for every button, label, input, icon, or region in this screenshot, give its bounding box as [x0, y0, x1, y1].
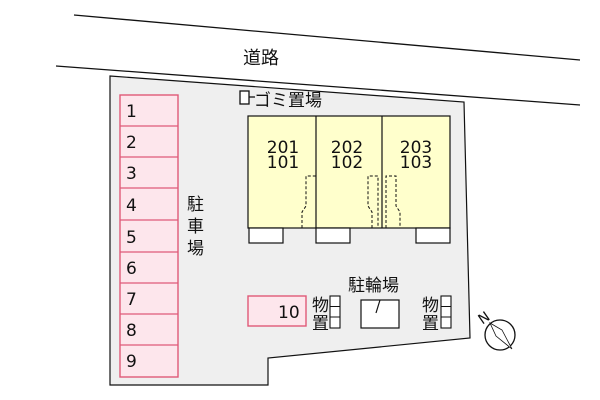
unit-upper-label: 201	[267, 138, 299, 158]
parking-label-char: 車	[187, 217, 204, 237]
parking-stall-number: 2	[126, 133, 137, 153]
stair-outline-2	[367, 175, 379, 228]
stair-outline-3	[385, 175, 401, 228]
parking-area: 1 2 3 4 5 6 7 8 9 駐 車 場	[119, 94, 204, 378]
storage-label-char: 物	[422, 296, 439, 316]
parking-stall-number: 7	[126, 290, 137, 310]
bicycle-parking-label: 駐輪場	[348, 276, 399, 296]
storage-right: 物 置	[422, 295, 452, 334]
parking-label-char: 駐	[187, 195, 204, 215]
unit-lower-label: 103	[400, 153, 432, 173]
parking-stall-number: 1	[126, 102, 137, 122]
storage-label-char: 置	[422, 314, 439, 334]
parking-stall-number: 10	[278, 303, 300, 323]
garbage-box-icon	[239, 90, 250, 105]
road-edge-bottom	[55, 65, 581, 106]
unit-lower-label: 102	[331, 153, 363, 173]
storage-shed	[329, 295, 341, 329]
bicycle-shelter	[360, 299, 400, 329]
entrance-step-3	[415, 227, 451, 244]
unit-lower-label: 101	[267, 153, 299, 173]
entrance-step-1	[248, 227, 284, 244]
unit-upper-label: 203	[400, 138, 432, 158]
stair-outline-1	[301, 175, 316, 228]
parking-block	[119, 94, 179, 378]
road-label: 道路	[243, 48, 279, 69]
parking-stall-10: 10	[247, 295, 307, 327]
compass-north-arrow-icon: N	[475, 309, 516, 351]
bicycle-parking: 駐輪場	[348, 276, 400, 329]
storage-shed	[440, 295, 452, 329]
parking-label-char: 場	[187, 239, 204, 259]
storage-label-char: 置	[312, 314, 329, 334]
road-edge-top	[73, 14, 581, 61]
storage-label-char: 物	[312, 296, 329, 316]
parking-stall-number: 4	[126, 196, 137, 216]
parking-stall-number: 8	[126, 321, 137, 341]
storage-left: 物 置	[312, 295, 341, 334]
building-outline	[247, 115, 451, 229]
parking-stall-number: 5	[126, 228, 137, 248]
entrance-step-2	[315, 227, 351, 244]
parking-stall-number: 9	[126, 352, 137, 372]
garbage-station: ゴミ置場	[239, 90, 322, 111]
parking-stall-number: 3	[126, 164, 137, 184]
unit-upper-label: 202	[331, 138, 363, 158]
parking-stall-number: 6	[126, 259, 137, 279]
garbage-label: ゴミ置場	[254, 90, 322, 111]
apartment-building: 201 101 202 102 203 103	[247, 115, 451, 244]
